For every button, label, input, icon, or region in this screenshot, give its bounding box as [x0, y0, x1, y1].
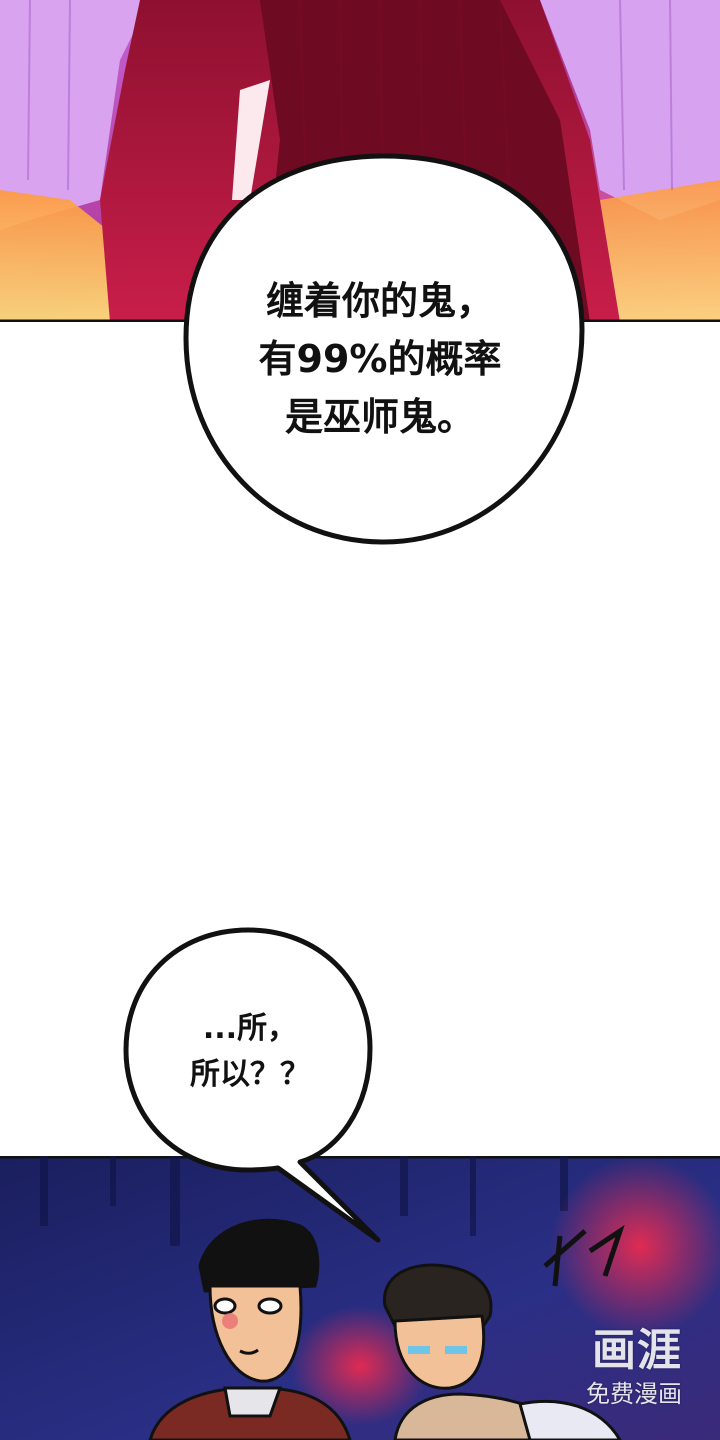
bottom-speech-bubble	[123, 927, 381, 1243]
top-speech-bubble	[183, 153, 585, 545]
bottom-panel-art	[0, 1156, 720, 1440]
top-bubble-line-2: 有99%的概率	[258, 337, 502, 381]
bottom-bubble-line-1: ...所，	[202, 1011, 298, 1046]
right-character	[383, 1263, 622, 1440]
left-character	[148, 1218, 352, 1440]
watermark: 画涯 免费漫画	[586, 1314, 682, 1409]
watermark-subtitle: 免费漫画	[586, 1380, 682, 1408]
bottom-bubble-line-2: 所以？？	[190, 1057, 310, 1092]
bottom-bubble-text: ...所， 所以？？	[140, 1006, 360, 1098]
top-bubble-text: 缠着你的鬼， 有99%的概率 是巫师鬼。	[200, 272, 560, 446]
sound-effect-squiggle	[543, 1224, 625, 1287]
bottom-illustration-panel	[0, 1156, 720, 1440]
watermark-logo: 画涯	[592, 1325, 682, 1376]
top-bubble-line-1: 缠着你的鬼，	[265, 279, 494, 323]
top-bubble-line-3: 是巫师鬼。	[284, 395, 475, 439]
